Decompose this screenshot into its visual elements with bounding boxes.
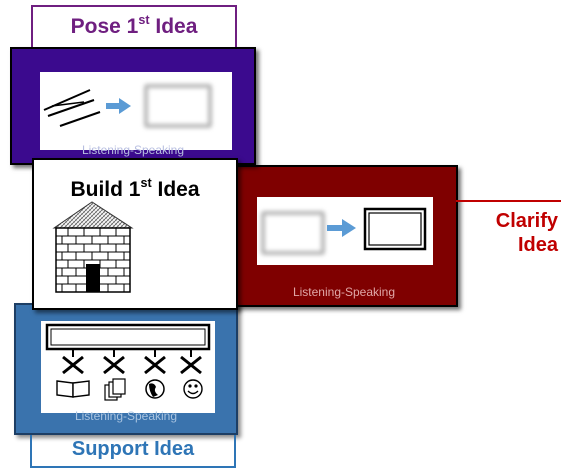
pose-caption: Listening-Speaking [81, 143, 185, 157]
clarify-idea-card: Listening-Speaking [230, 165, 458, 307]
arrow-right-icon [327, 219, 356, 237]
globe-icon [145, 379, 165, 399]
support-illustration [41, 321, 215, 413]
clarify-illustration [257, 197, 433, 265]
build-idea-card: Build 1st Idea [32, 158, 238, 310]
support-icons [45, 323, 211, 401]
book-icon [56, 380, 90, 398]
pose-idea-label: Pose 1st Idea [31, 5, 237, 47]
framed-box-icon [363, 207, 427, 251]
support-idea-label: Support Idea [30, 435, 236, 468]
door-icon [86, 264, 100, 292]
pose-idea-card: Listening-Speaking [10, 47, 256, 165]
blurred-box-icon [144, 84, 212, 128]
clarify-idea-label: Clarify Idea [456, 200, 561, 262]
blurred-box-icon [261, 211, 325, 255]
brick-house-icon [52, 201, 134, 293]
arrow-right-icon [106, 98, 131, 114]
pose-illustration [40, 72, 232, 150]
cross-icon [62, 355, 202, 375]
clarify-caption: Listening-Speaking [292, 285, 396, 299]
smiley-icon [183, 379, 203, 399]
build-idea-label: Build 1st Idea [70, 176, 200, 201]
support-caption: Listening-Speaking [74, 409, 178, 423]
documents-icon [104, 378, 126, 401]
support-idea-card: Listening-Speaking [14, 303, 238, 435]
scattered-lines-icon [43, 89, 101, 127]
